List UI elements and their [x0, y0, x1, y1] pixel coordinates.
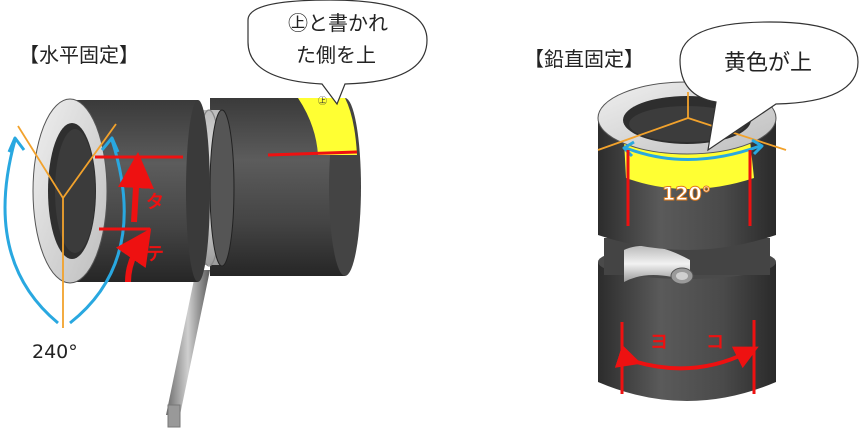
front-face [32, 98, 108, 284]
red-markers-horizontal [95, 150, 358, 283]
mark-ta: タ [146, 192, 164, 213]
red-markers-vertical [614, 150, 759, 394]
callout-line-1: ㊤と書かれ [288, 11, 388, 35]
coupler-band-vertical [604, 238, 770, 285]
title-horizontal: 【水平固定】 [19, 43, 139, 67]
title-vertical: 【鉛直固定】 [524, 47, 644, 71]
callout-line-2: た側を上 [296, 43, 376, 67]
mark-yo: ヨ [650, 332, 668, 353]
angle-120: 120° [662, 183, 711, 205]
callout-horizontal: ㊤と書かれ た側を上 [247, 0, 428, 106]
orientation-axes [17, 123, 117, 328]
orientation-axes-vertical [597, 92, 787, 151]
callout-vertical: 黄色が上 [679, 21, 859, 152]
pipe [166, 270, 210, 428]
callout-text-vertical: 黄色が上 [724, 51, 812, 76]
mark-te: テ [146, 244, 164, 265]
yellow-top-marking [298, 98, 357, 155]
svg-text:㊤: ㊤ [318, 96, 327, 107]
angle-240: 240° [32, 341, 78, 363]
mark-ko: コ [706, 332, 724, 353]
rear-cylinder: ㊤ [210, 96, 361, 276]
vertical-diagram: ヨ コ 120° 黄色が上 【鉛直固定】 [524, 21, 859, 401]
horizontal-diagram: ㊤ [3, 0, 428, 428]
